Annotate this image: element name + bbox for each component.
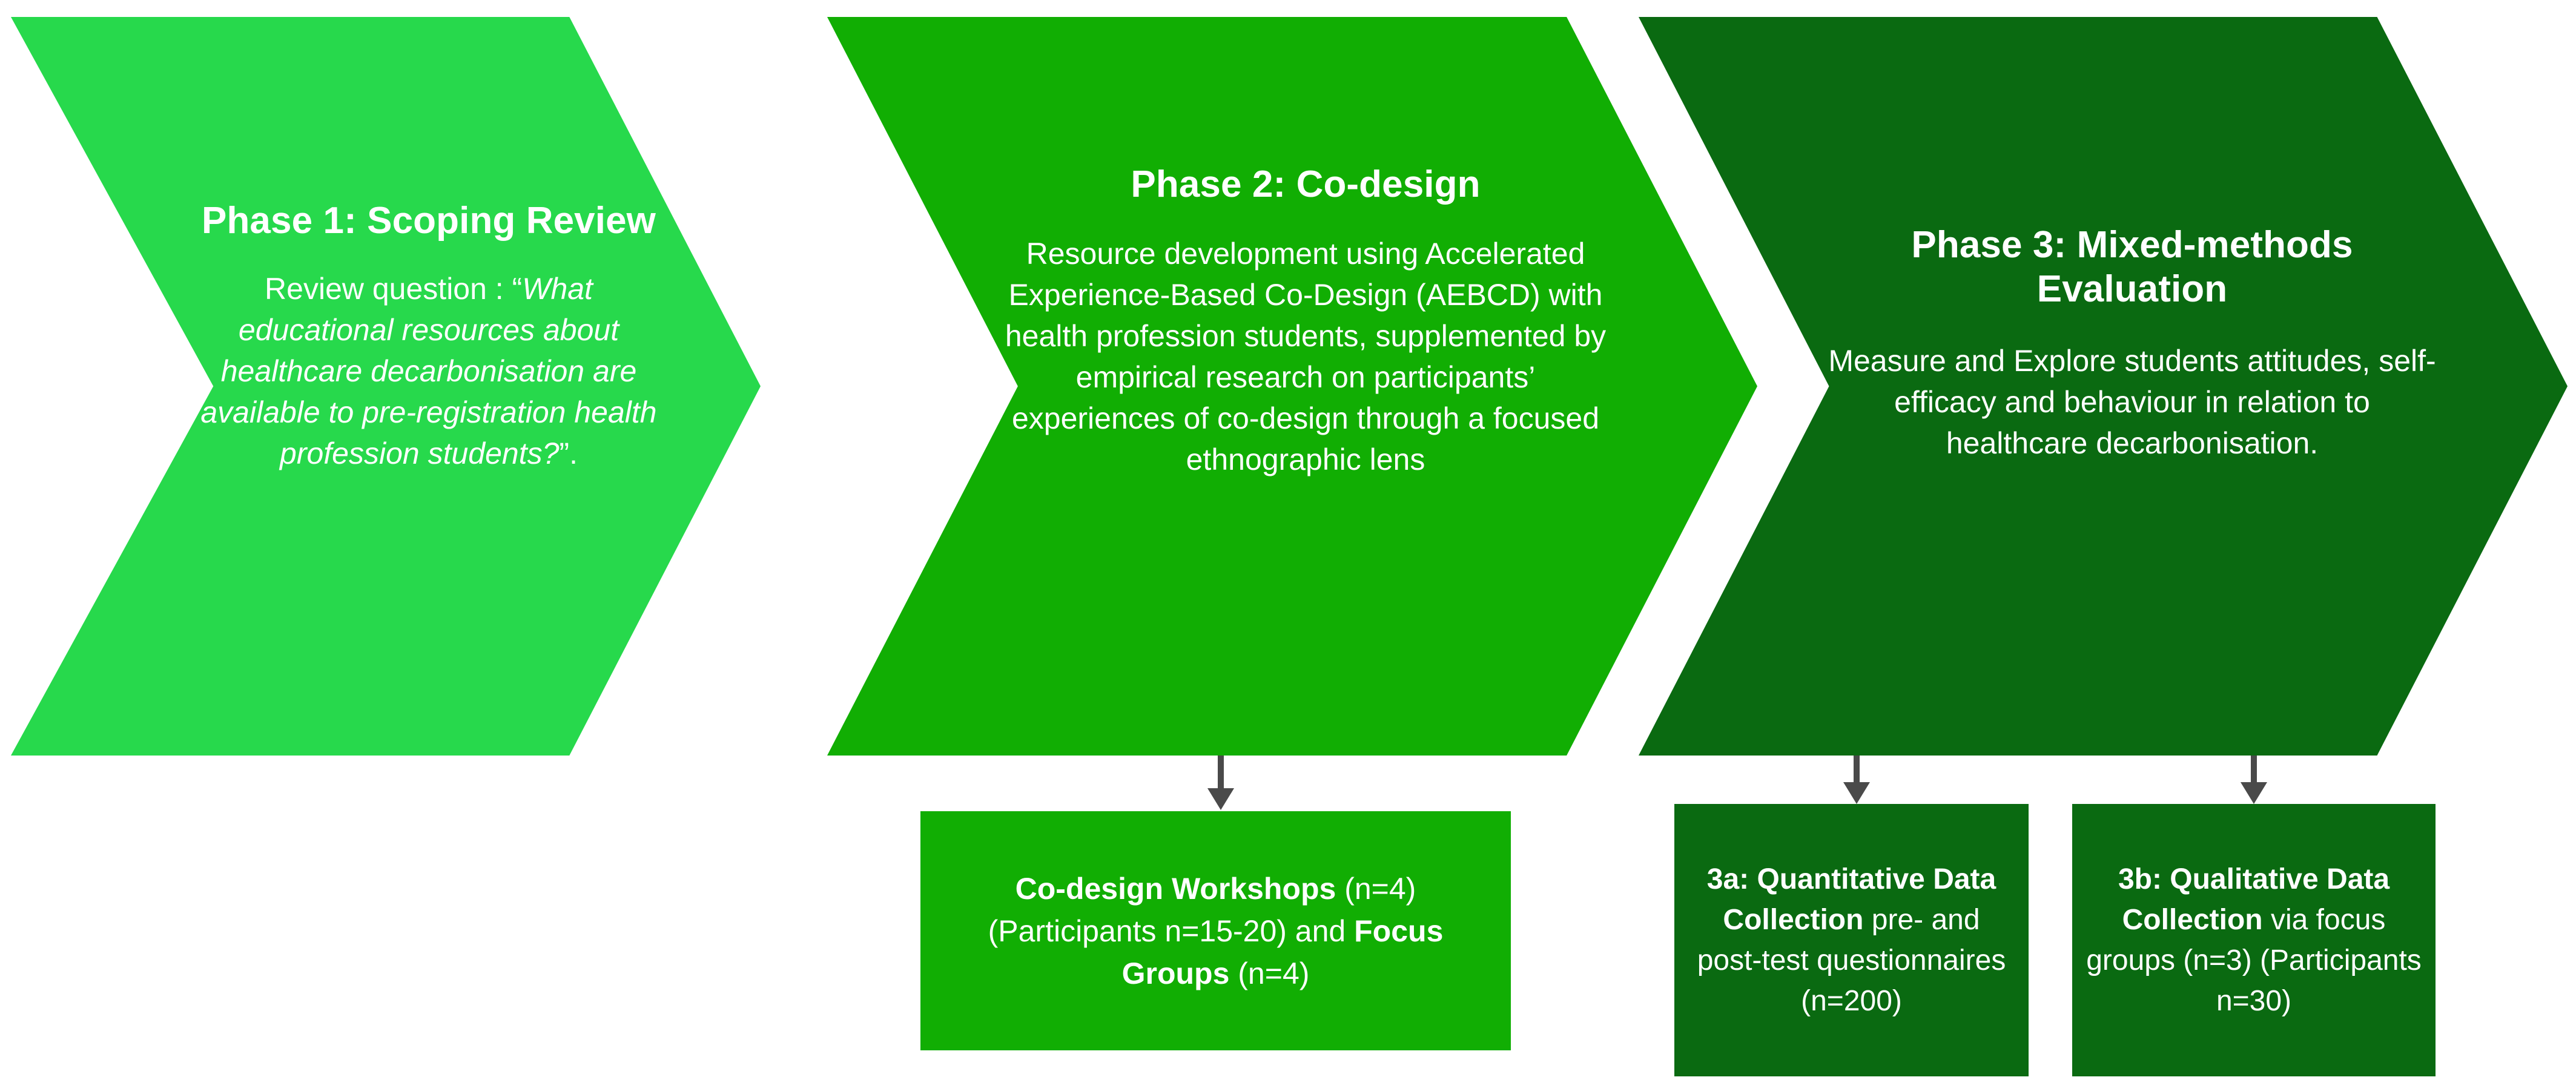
arrow-head [1207,788,1234,810]
phase-2-body: Resource development using Accelerated E… [1005,237,1607,477]
outcome-co-design-plain-2: (n=4) [1229,956,1310,990]
arrow-stem [1854,756,1860,783]
arrow-down-icon-to-3b [2241,756,2267,804]
phase-1-chevron: Phase 1: Scoping Review Review question … [11,17,761,756]
phase-3-content: Phase 3: Mixed-methods Evaluation Measur… [1820,223,2444,464]
outcome-co-design-bold-1: Co-design Workshops [1015,871,1336,906]
phase-3-title: Phase 3: Mixed-methods Evaluation [1911,224,2353,311]
outcome-3a-bold-1: 3a: Quantitative Data Collection [1706,863,1996,936]
arrow-head [1843,782,1870,804]
phase-3-body: Measure and Explore students attitudes, … [1828,344,2436,461]
phase-2-content: Phase 2: Co-design Resource development … [1003,162,1608,480]
phase-1-body: Review question : “What educational reso… [193,268,665,474]
phase-2-chevron: Phase 2: Co-design Resource development … [827,17,1757,756]
phase-1-title: Phase 1: Scoping Review [202,200,656,242]
outcome-box-3b-text: 3b: Qualitative Data Collection via focu… [2086,859,2422,1022]
phase-1-body-suffix: ”. [559,436,578,471]
outcome-box-3b: 3b: Qualitative Data Collection via focu… [2072,804,2436,1076]
phase-1-content: Phase 1: Scoping Review Review question … [193,199,665,474]
phase-3-chevron: Phase 3: Mixed-methods Evaluation Measur… [1639,17,2568,756]
outcome-box-3a-text: 3a: Quantitative Data Collection pre- an… [1688,859,2015,1022]
arrow-down-icon-to-co-design [1207,756,1234,810]
outcome-co-design-plain-1: (n=4) (Participants n=15-20) and [988,871,1416,948]
phase-1-review-question: What educational resources about healthc… [200,272,657,471]
outcome-3b-bold-1: 3b: Qualitative Data Collection [2118,863,2390,936]
arrow-head [2241,782,2267,804]
outcome-3a-plain-1: pre- and post-test questionnaires (n=200… [1697,903,2006,1018]
outcome-co-design-bold-2: Focus Groups [1121,914,1444,990]
phase-1-body-prefix: Review question : “ [265,272,523,306]
arrow-stem [1218,756,1224,789]
phase-2-title: Phase 2: Co-design [1131,163,1481,205]
outcome-3b-plain-1: via focus groups (n=3) (Participants n=3… [2086,903,2422,1018]
outcome-box-co-design-text: Co-design Workshops (n=4) (Participants … [934,868,1498,995]
arrow-down-icon-to-3a [1843,756,1870,804]
arrow-stem [2251,756,2257,783]
outcome-box-3a: 3a: Quantitative Data Collection pre- an… [1674,804,2029,1076]
outcome-box-co-design: Co-design Workshops (n=4) (Participants … [920,811,1511,1050]
